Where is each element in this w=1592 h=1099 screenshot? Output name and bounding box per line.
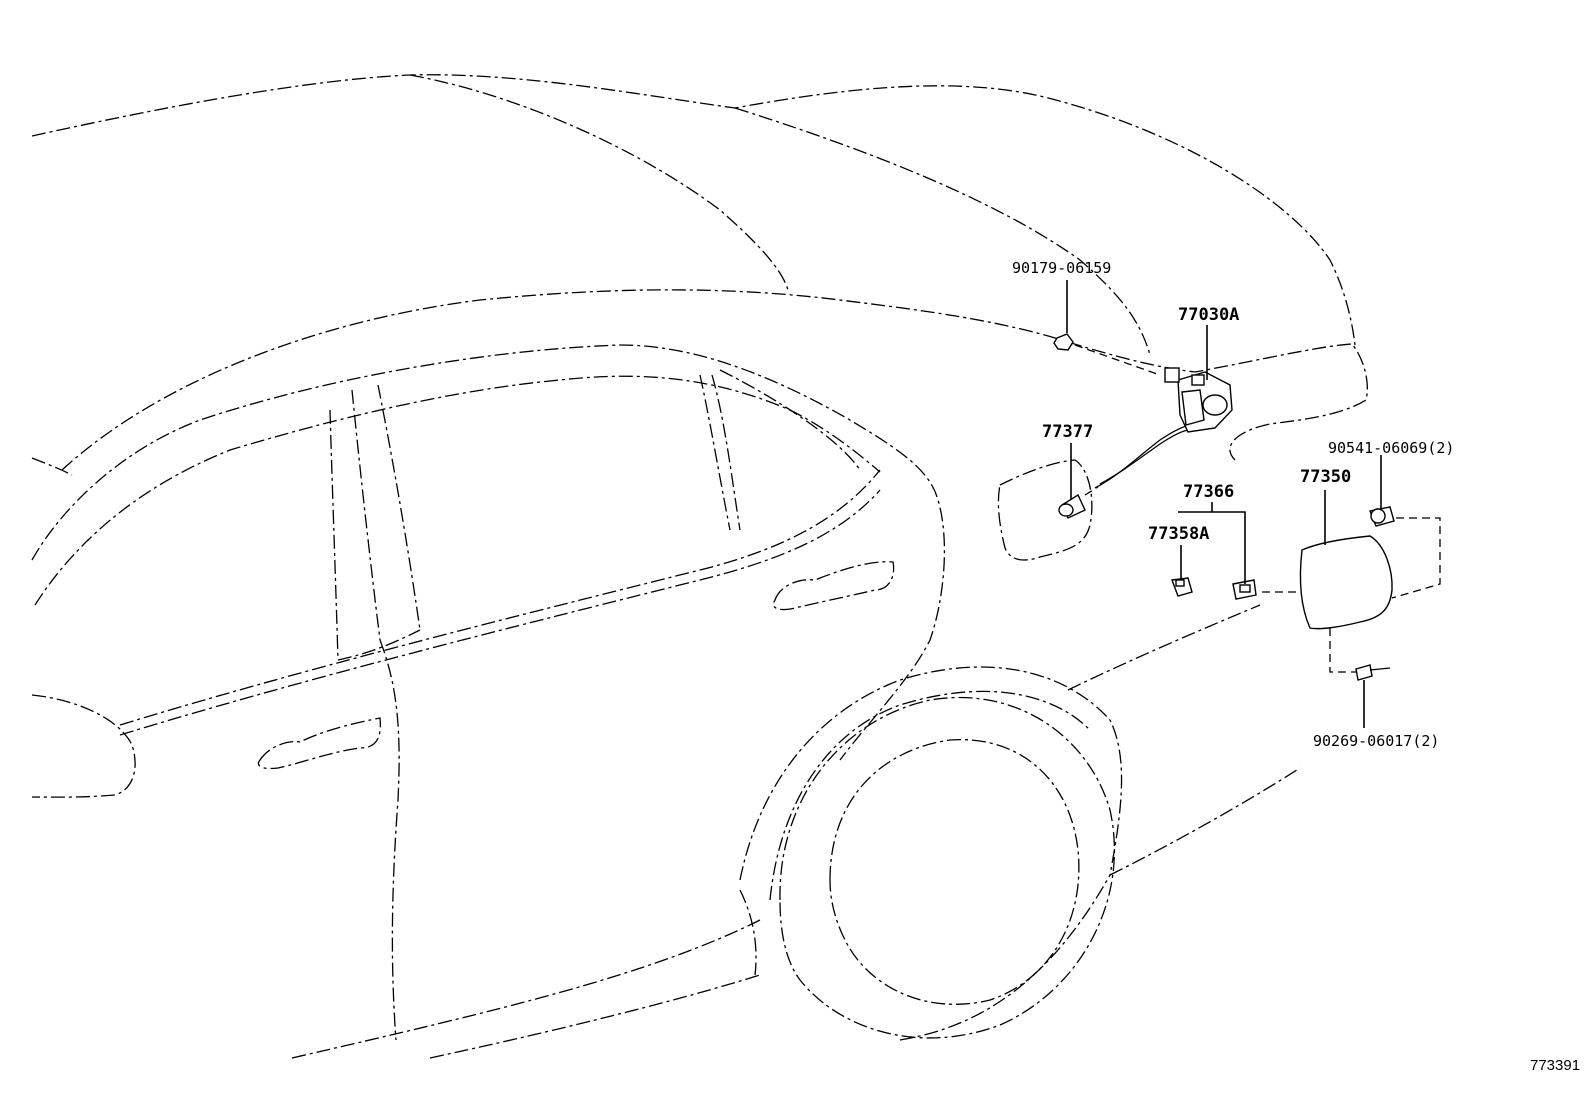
label-77358A: 77358A (1148, 524, 1209, 544)
fuel-lid-actuator-77030A (1164, 367, 1233, 433)
figure-id: 773391 (1530, 1057, 1580, 1074)
screw-90179-06159 (1053, 333, 1074, 351)
label-77350: 77350 (1300, 467, 1351, 487)
leader-lines (1066, 280, 1382, 728)
car-body-outline (31, 74, 1368, 1059)
label-77366: 77366 (1183, 482, 1234, 502)
label-90541-06069: 90541-06069(2) (1328, 439, 1454, 457)
bumper-90541-06069 (1369, 506, 1395, 527)
hinge-77358A (1171, 577, 1193, 597)
screw-90269-06017 (1355, 664, 1391, 681)
label-90269-06017: 90269-06017(2) (1313, 732, 1439, 750)
label-90179-06159: 90179-06159 (1012, 259, 1111, 277)
hinge-77366 (1232, 579, 1257, 600)
screw-to-actuator-dash (1074, 344, 1161, 376)
fuel-lid-opening-outline (997, 459, 1093, 561)
label-77377: 77377 (1042, 422, 1093, 442)
fuel-lid-77350 (1299, 535, 1393, 630)
push-opener-77377 (1058, 493, 1086, 519)
label-77030A: 77030A (1178, 305, 1239, 325)
